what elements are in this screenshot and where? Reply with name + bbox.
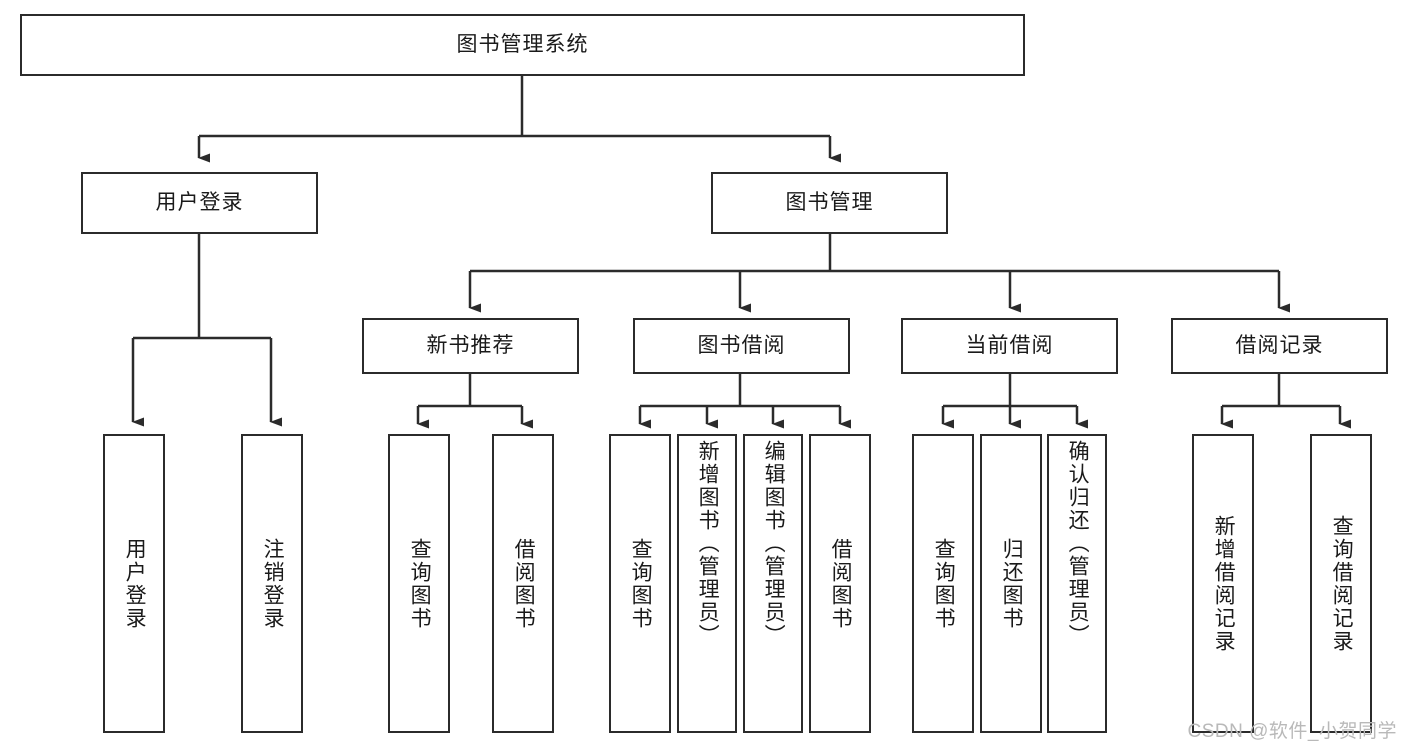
node-current-borrow[interactable]: 当前借阅 [901, 318, 1118, 374]
leaf-borrow-add-book-label: 新增图书（管理员） [696, 440, 720, 647]
node-borrow-record-label: 借阅记录 [1235, 333, 1324, 357]
leaf-borrow-edit-book-label: 编辑图书（管理员） [762, 440, 786, 647]
leaf-borrow-borrow-book[interactable]: 借阅图书 [809, 434, 871, 733]
leaf-current-query-book-label: 查询图书 [932, 537, 956, 630]
leaf-recommend-borrow-book-label: 借阅图书 [512, 537, 536, 630]
leaf-recommend-query-book[interactable]: 查询图书 [388, 434, 450, 733]
leaf-record-query-record-label: 查询借阅记录 [1330, 514, 1354, 653]
leaf-current-return-book-label: 归还图书 [1000, 537, 1024, 630]
node-new-book-recommend-label: 新书推荐 [426, 333, 515, 357]
node-book-borrow[interactable]: 图书借阅 [633, 318, 850, 374]
leaf-user-login-login[interactable]: 用户登录 [103, 434, 165, 733]
node-current-borrow-label: 当前借阅 [965, 333, 1054, 357]
node-book-borrow-label: 图书借阅 [697, 333, 786, 357]
node-user-login-label: 用户登录 [155, 190, 244, 214]
leaf-borrow-edit-book[interactable]: 编辑图书（管理员） [743, 434, 803, 733]
node-root-label: 图书管理系统 [456, 32, 589, 56]
leaf-user-login-logout-label: 注销登录 [261, 537, 285, 630]
node-root[interactable]: 图书管理系统 [20, 14, 1025, 76]
leaf-current-confirm-return-label: 确认归还（管理员） [1066, 440, 1090, 647]
csdn-watermark: CSDN @软件_小贺同学 [1187, 721, 1397, 742]
leaf-borrow-add-book[interactable]: 新增图书（管理员） [677, 434, 737, 733]
leaf-record-add-record[interactable]: 新增借阅记录 [1192, 434, 1254, 733]
node-book-management[interactable]: 图书管理 [711, 172, 948, 234]
leaf-borrow-query-book-label: 查询图书 [629, 537, 653, 630]
node-borrow-record[interactable]: 借阅记录 [1171, 318, 1388, 374]
leaf-current-return-book[interactable]: 归还图书 [980, 434, 1042, 733]
leaf-user-login-login-label: 用户登录 [123, 537, 147, 630]
leaf-record-add-record-label: 新增借阅记录 [1212, 514, 1236, 653]
leaf-recommend-borrow-book[interactable]: 借阅图书 [492, 434, 554, 733]
leaf-borrow-borrow-book-label: 借阅图书 [829, 537, 853, 630]
node-book-management-label: 图书管理 [785, 190, 874, 214]
node-user-login[interactable]: 用户登录 [81, 172, 318, 234]
leaf-current-confirm-return[interactable]: 确认归还（管理员） [1047, 434, 1107, 733]
leaf-user-login-logout[interactable]: 注销登录 [241, 434, 303, 733]
node-new-book-recommend[interactable]: 新书推荐 [362, 318, 579, 374]
leaf-borrow-query-book[interactable]: 查询图书 [609, 434, 671, 733]
leaf-current-query-book[interactable]: 查询图书 [912, 434, 974, 733]
leaf-record-query-record[interactable]: 查询借阅记录 [1310, 434, 1372, 733]
leaf-recommend-query-book-label: 查询图书 [408, 537, 432, 630]
